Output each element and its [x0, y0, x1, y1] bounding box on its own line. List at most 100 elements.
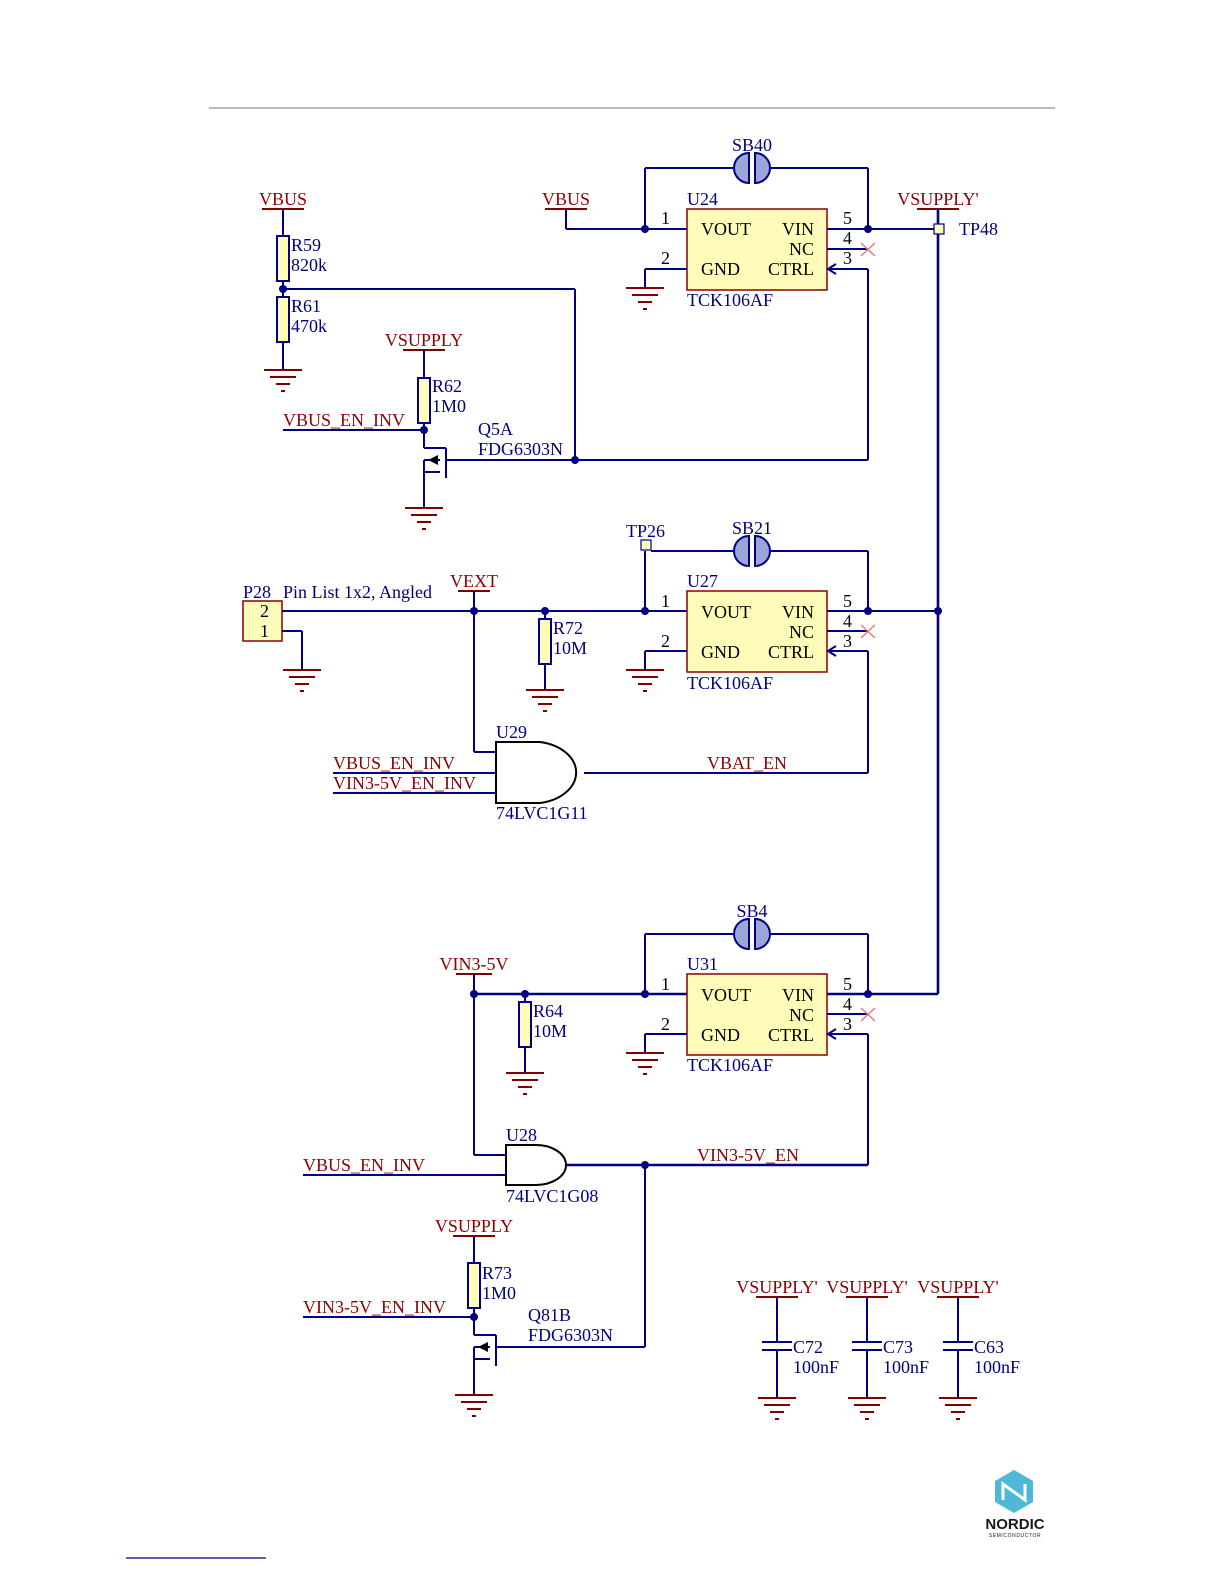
- resistor-ref: R59: [291, 235, 321, 255]
- pin-name: NC: [789, 1005, 814, 1025]
- transistor-part: FDG6303N: [478, 439, 563, 459]
- jumper-label: SB40: [732, 135, 772, 155]
- pin-name: VIN: [782, 219, 814, 239]
- regulator-ref: U24: [687, 189, 718, 209]
- pin-number: 5: [843, 974, 852, 994]
- resistor-r62: [417, 377, 431, 424]
- resistor-value: 10M: [553, 638, 587, 658]
- ground-symbol: [263, 369, 303, 392]
- net-label-vbus: VBUS: [259, 189, 307, 209]
- logo-wordmark: NORDIC: [985, 1516, 1044, 1533]
- ground-symbol: [505, 1072, 545, 1095]
- solder-bridge-sb21: [733, 535, 771, 567]
- resistor-ref: R64: [533, 1001, 563, 1021]
- pin-number: 3: [843, 1014, 852, 1034]
- net-label-vbus: VBUS: [542, 189, 590, 209]
- connector-desc: Pin List 1x2, Angled: [283, 582, 432, 602]
- pin-name: GND: [701, 259, 740, 279]
- transistor-ref: Q81B: [528, 1305, 571, 1325]
- connector-ref: P28: [243, 582, 271, 602]
- net-label-vsupply: VSUPPLY: [435, 1216, 513, 1236]
- ground-symbol: [282, 669, 322, 692]
- testpoint-label: TP48: [959, 219, 998, 239]
- pin-name: GND: [701, 642, 740, 662]
- gate-part: 74LVC1G08: [506, 1186, 598, 1206]
- pin-number: 2: [661, 1014, 670, 1034]
- pin-name: NC: [789, 622, 814, 642]
- net-label-vin35: VIN3-5V: [440, 954, 509, 974]
- net-label-vbus-en-inv: VBUS_EN_INV: [333, 753, 455, 773]
- ground-symbol: [404, 507, 444, 530]
- resistor-r72: [538, 618, 552, 665]
- pin-name: CTRL: [768, 642, 814, 662]
- solder-bridge-sb4: [733, 918, 771, 950]
- pin-name: VOUT: [701, 602, 751, 622]
- capacitor-c63: [937, 1296, 979, 1420]
- net-label-vsupply: VSUPPLY: [385, 330, 463, 350]
- regulator-u31: [686, 973, 828, 1056]
- jumper-label: SB21: [732, 518, 772, 538]
- nordic-logo: [995, 1470, 1033, 1513]
- transistor-ref: Q5A: [478, 419, 513, 439]
- and-gate-u28: [505, 1144, 567, 1186]
- ground-symbol: [625, 1052, 665, 1075]
- mosfet-q5a: [423, 447, 575, 508]
- ground-symbol: [625, 669, 665, 692]
- net-label-vin35-en-inv: VIN3-5V_EN_INV: [333, 773, 476, 793]
- gate-ref: U29: [496, 722, 527, 742]
- ground-symbol: [625, 287, 665, 310]
- pin-name: GND: [701, 1025, 740, 1045]
- net-label-vsupply-prime: VSUPPLY': [917, 1277, 998, 1297]
- logo-subtitle: SEMICONDUCTOR: [989, 1533, 1041, 1539]
- pin-number: 3: [843, 248, 852, 268]
- regulator-part: TCK106AF: [687, 1055, 773, 1075]
- net-label-vsupply-prime: VSUPPLY': [897, 189, 978, 209]
- capacitor-ref: C72: [793, 1337, 823, 1357]
- pin-name: VIN: [782, 985, 814, 1005]
- capacitor-c72: [756, 1296, 798, 1420]
- pin-number: 1: [661, 591, 670, 611]
- capacitor-ref: C73: [883, 1337, 913, 1357]
- transistor-part: FDG6303N: [528, 1325, 613, 1345]
- solder-bridge-sb40: [733, 152, 771, 184]
- testpoint-tp26: [640, 539, 652, 551]
- net-label-vin35-en-inv: VIN3-5V_EN_INV: [303, 1297, 446, 1317]
- resistor-value: 470k: [291, 316, 327, 336]
- pin-number: 1: [661, 974, 670, 994]
- pin-number: 4: [843, 228, 852, 248]
- regulator-part: TCK106AF: [687, 290, 773, 310]
- ground-symbol: [454, 1394, 494, 1417]
- testpoint-tp48: [933, 223, 945, 235]
- pin-name: CTRL: [768, 1025, 814, 1045]
- pin-name: VOUT: [701, 219, 751, 239]
- resistor-value: 1M0: [432, 396, 466, 416]
- resistor-value: 10M: [533, 1021, 567, 1041]
- gate-part: 74LVC1G11: [496, 803, 588, 823]
- net-label-vbus-en-inv: VBUS_EN_INV: [303, 1155, 425, 1175]
- capacitor-c73: [846, 1296, 888, 1420]
- resistor-r73: [467, 1262, 481, 1309]
- pin-number: 2: [260, 601, 269, 621]
- pin-number: 1: [260, 621, 269, 641]
- resistor-r61: [276, 296, 290, 343]
- capacitor-value: 100nF: [883, 1357, 929, 1377]
- capacitor-ref: C63: [974, 1337, 1004, 1357]
- pin-number: 2: [661, 631, 670, 651]
- resistor-ref: R61: [291, 296, 321, 316]
- regulator-ref: U31: [687, 954, 718, 974]
- resistor-r64: [518, 1001, 532, 1048]
- pin-number: 4: [843, 994, 852, 1014]
- net-label-vext: VEXT: [450, 571, 498, 591]
- ground-symbol: [525, 689, 565, 712]
- pin-name: VOUT: [701, 985, 751, 1005]
- pin-name: NC: [789, 239, 814, 259]
- pin-number: 4: [843, 611, 852, 631]
- jumper-label: SB4: [736, 901, 767, 921]
- connector-p28: [242, 600, 283, 642]
- pin-number: 5: [843, 591, 852, 611]
- pin-name: VIN: [782, 602, 814, 622]
- net-label-vbus-en-inv: VBUS_EN_INV: [283, 410, 405, 430]
- resistor-ref: R73: [482, 1263, 512, 1283]
- pin-number: 5: [843, 208, 852, 228]
